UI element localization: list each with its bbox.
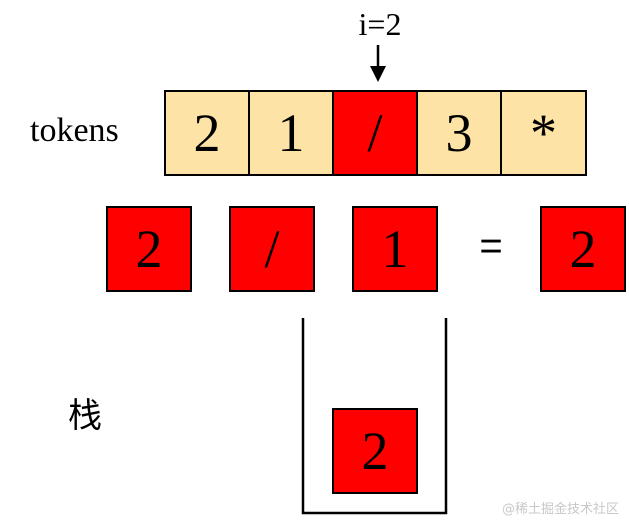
token-cell-1: 1 <box>248 90 334 176</box>
expr-right-operand: 1 <box>352 206 438 292</box>
stack-container <box>301 318 448 515</box>
token-cell-2: / <box>332 90 418 176</box>
pointer-label: i=2 <box>358 6 402 42</box>
token-cell-4: * <box>500 90 587 176</box>
watermark: @稀土掘金技术社区 <box>501 502 619 517</box>
expr-result: 2 <box>540 206 626 292</box>
stack-label: 栈 <box>68 398 102 435</box>
expr-left-operand: 2 <box>106 206 192 292</box>
token-cell-0: 2 <box>164 90 250 176</box>
expr-operator: / <box>229 206 315 292</box>
stack-item-0: 2 <box>332 408 418 494</box>
token-cell-3: 3 <box>416 90 502 176</box>
tokens-label: tokens <box>30 112 119 149</box>
equals-sign: = <box>479 224 503 268</box>
